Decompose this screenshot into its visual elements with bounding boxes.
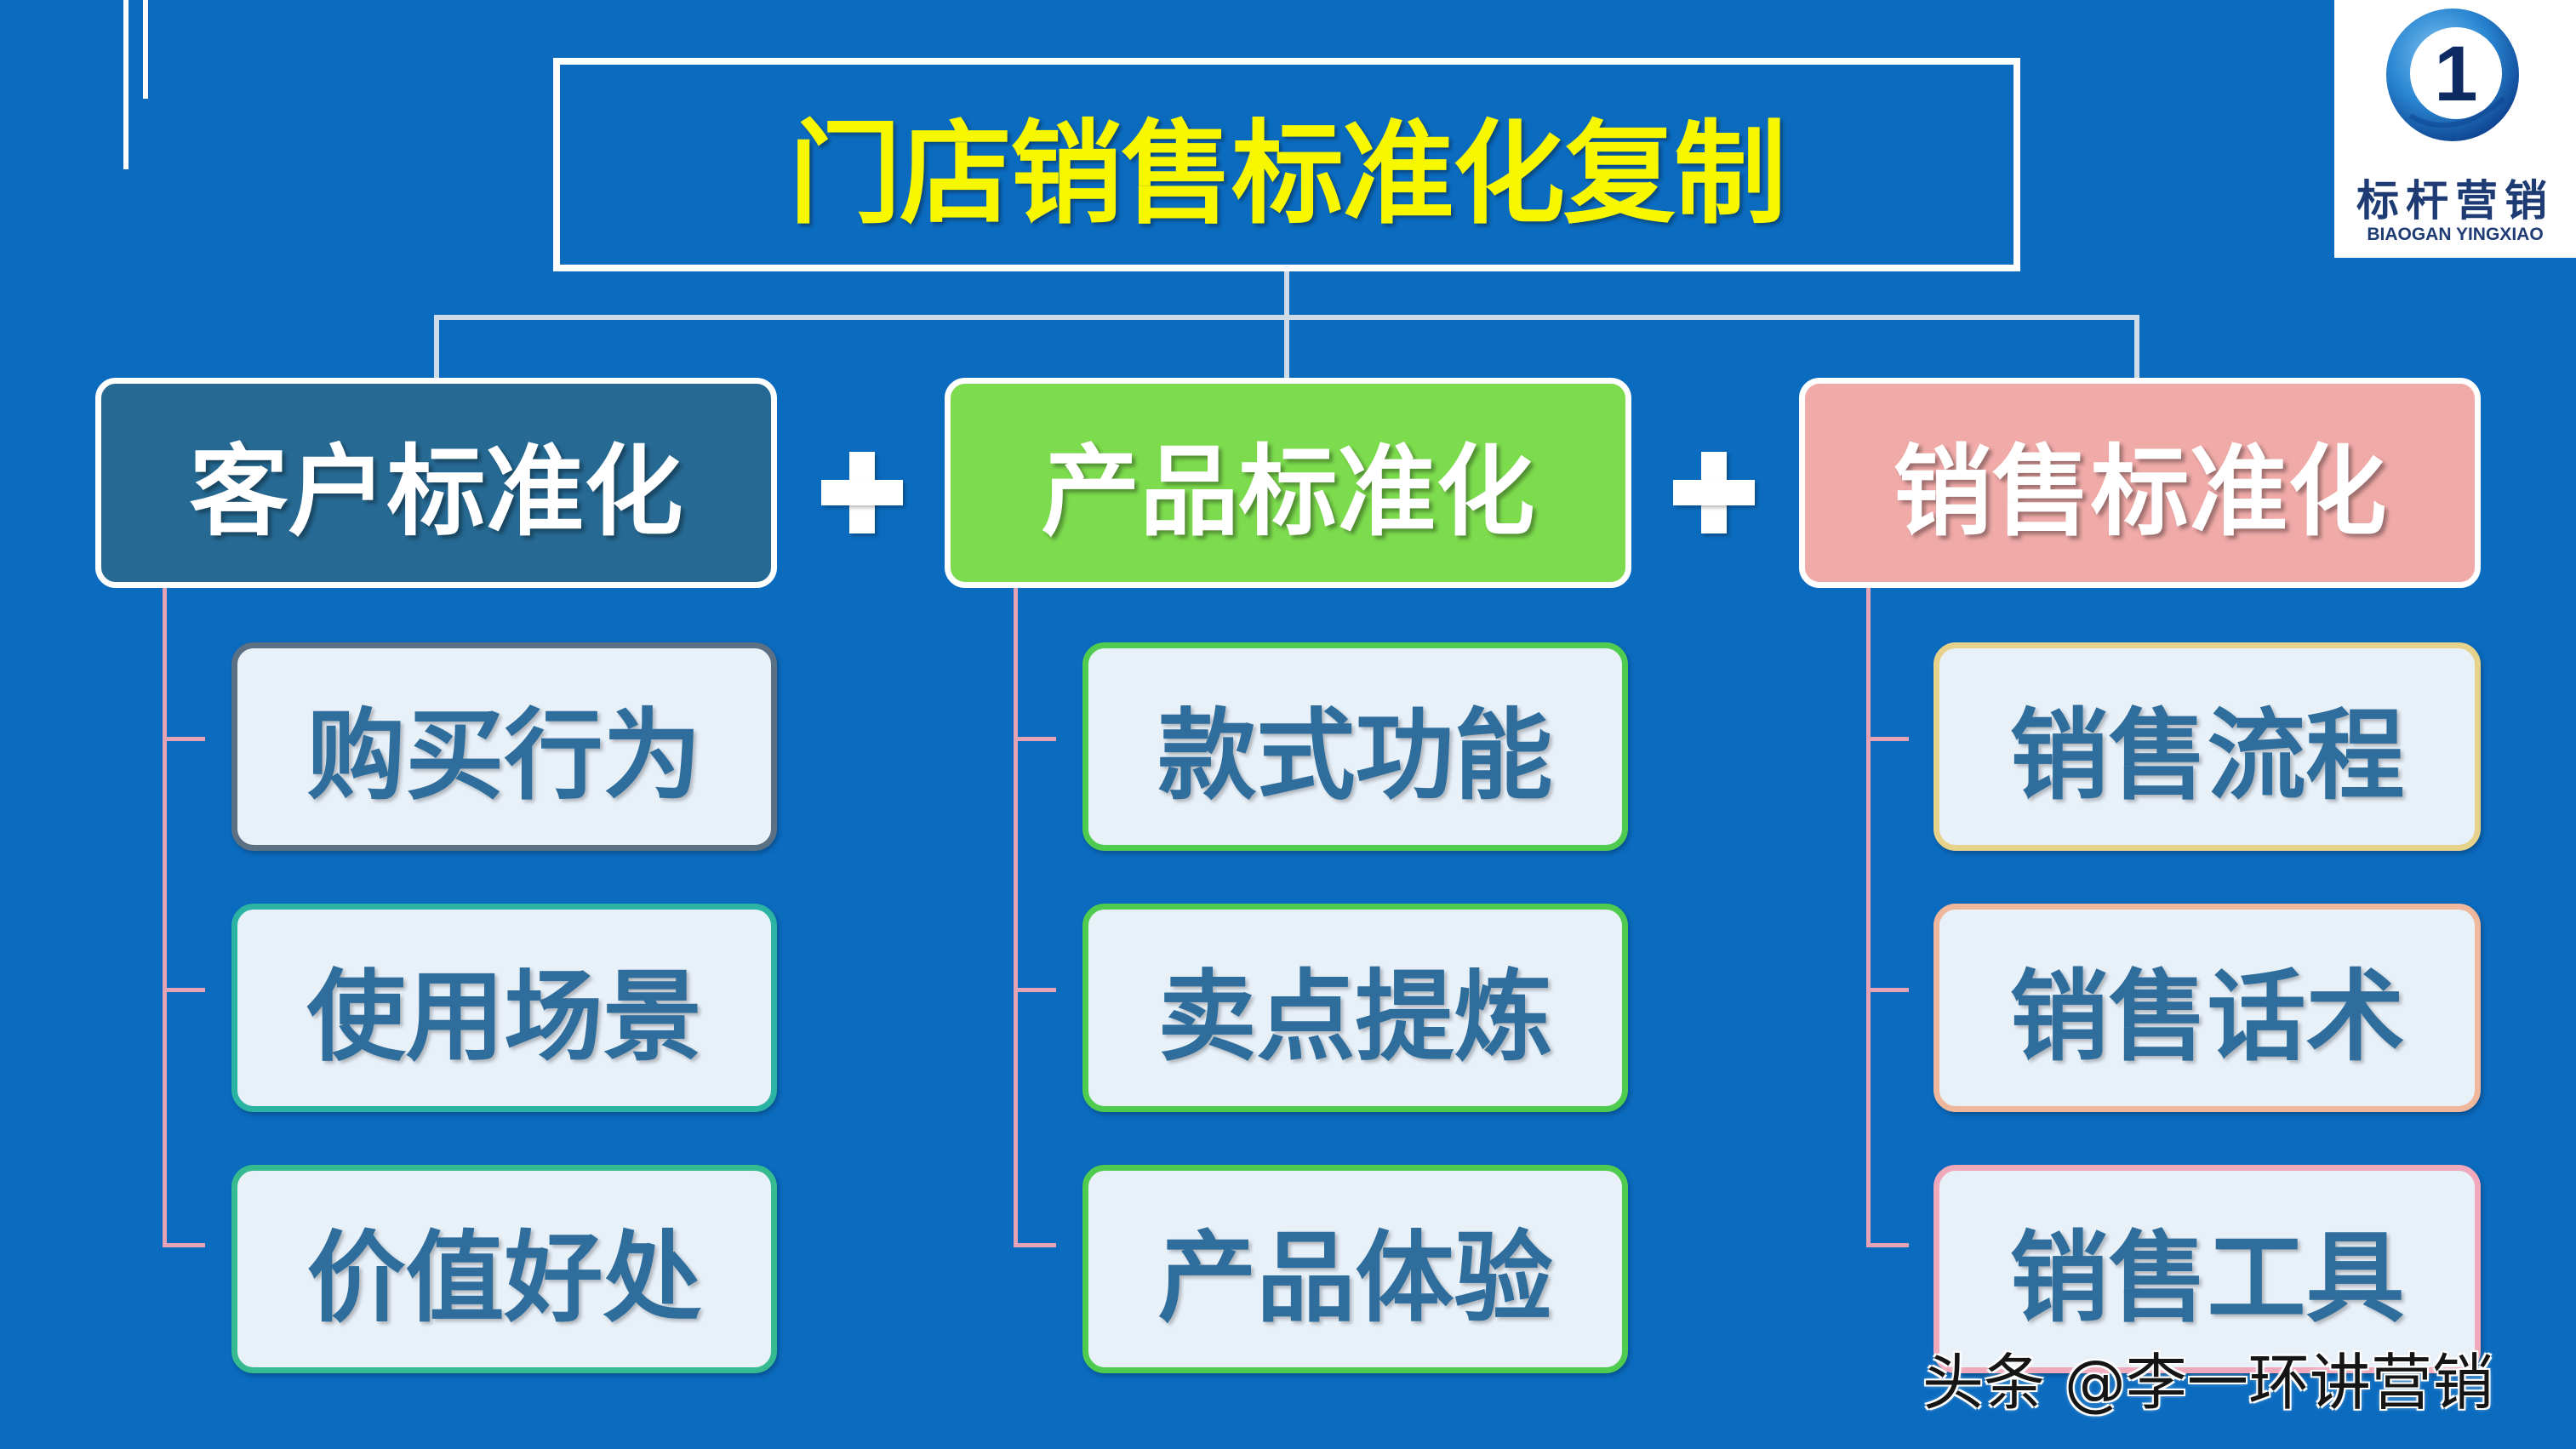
logo-number: 1 xyxy=(2434,31,2477,117)
item-label: 卖点提炼 xyxy=(1157,959,1553,1075)
tree-line xyxy=(1014,588,1018,1247)
list-item: 款式功能 xyxy=(1082,642,1628,851)
category-product: 产品标准化 xyxy=(945,378,1631,588)
tree-branch xyxy=(163,1243,205,1247)
category-sales: 销售标准化 xyxy=(1799,378,2481,588)
tree-branch xyxy=(1014,1243,1056,1247)
item-label: 销售工具 xyxy=(2009,1220,2405,1336)
logo-emblem-icon: 1 xyxy=(2386,9,2519,141)
connector-line xyxy=(1284,271,1289,319)
title-box: 门店销售标准化复制 xyxy=(553,58,2020,271)
tree-branch xyxy=(1866,737,1909,741)
list-item: 销售工具 xyxy=(1933,1165,2481,1373)
connector-line xyxy=(1284,315,1289,379)
logo-name: 标杆营销 xyxy=(2356,176,2554,225)
item-label: 使用场景 xyxy=(306,959,702,1075)
list-item: 销售流程 xyxy=(1933,642,2481,851)
decor-line xyxy=(123,0,129,169)
connector-line xyxy=(434,315,439,379)
brand-logo: 1 标杆营销 BIAOGAN YINGXIAO xyxy=(2334,0,2576,258)
item-label: 销售话术 xyxy=(2009,959,2405,1075)
item-label: 购买行为 xyxy=(306,698,702,813)
list-item: 使用场景 xyxy=(231,904,777,1112)
category-customer: 客户标准化 xyxy=(95,378,777,588)
list-item: 产品体验 xyxy=(1082,1165,1628,1373)
list-item: 卖点提炼 xyxy=(1082,904,1628,1112)
category-label: 销售标准化 xyxy=(1893,434,2387,550)
watermark: 头条 @李一环讲营销 xyxy=(1922,1347,2493,1418)
tree-branch xyxy=(1014,988,1056,992)
plus-icon xyxy=(1673,452,1755,533)
plus-icon xyxy=(821,452,903,533)
item-label: 价值好处 xyxy=(306,1220,702,1336)
logo-subtitle: BIAOGAN YINGXIAO xyxy=(2367,225,2544,244)
tree-branch xyxy=(1866,1243,1909,1247)
list-item: 价值好处 xyxy=(231,1165,777,1373)
category-label: 产品标准化 xyxy=(1041,434,1535,550)
tree-branch xyxy=(163,988,205,992)
tree-line xyxy=(1866,588,1871,1247)
tree-branch xyxy=(1866,988,1909,992)
tree-branch xyxy=(1014,737,1056,741)
page-title: 门店销售标准化复制 xyxy=(789,109,1786,240)
item-label: 产品体验 xyxy=(1157,1220,1553,1336)
tree-line xyxy=(163,588,167,1247)
list-item: 销售话术 xyxy=(1933,904,2481,1112)
connector-line xyxy=(2134,315,2139,379)
list-item: 购买行为 xyxy=(231,642,777,851)
category-label: 客户标准化 xyxy=(189,434,683,550)
tree-branch xyxy=(163,737,205,741)
item-label: 销售流程 xyxy=(2009,698,2405,813)
item-label: 款式功能 xyxy=(1157,698,1553,813)
decor-line xyxy=(143,0,148,99)
